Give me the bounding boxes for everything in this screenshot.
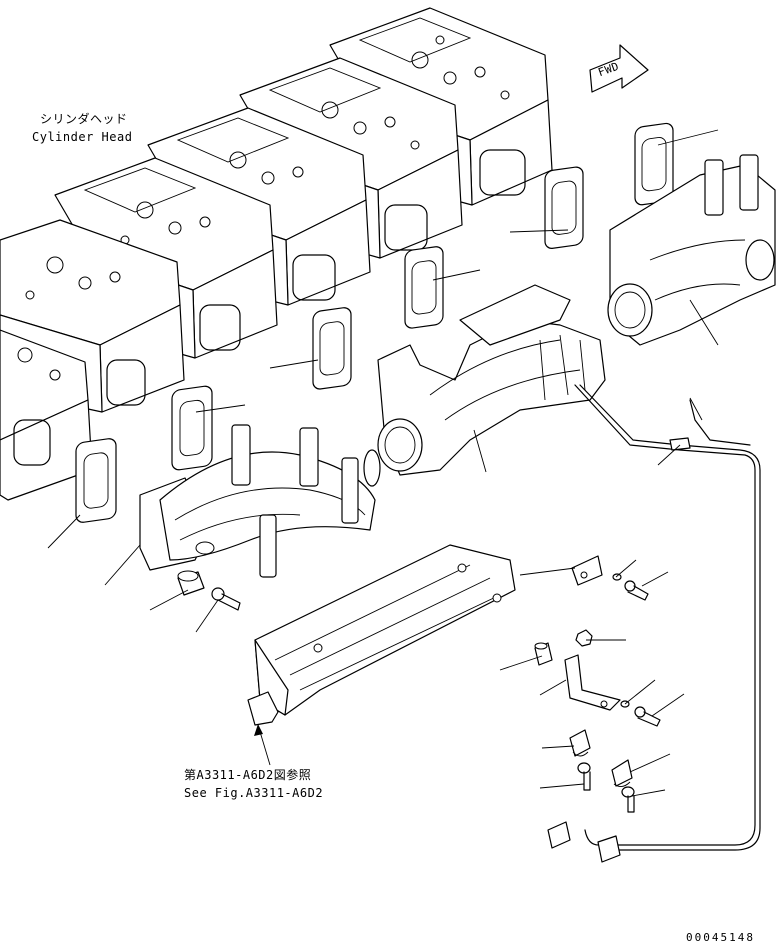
exhaust-manifold-front	[139, 424, 381, 578]
gasket-5	[544, 166, 584, 249]
exhaust-manifold-rear	[607, 154, 776, 346]
sensor-tube	[547, 384, 761, 863]
spacer	[177, 570, 205, 596]
clamp-right	[611, 759, 633, 787]
clamp-left	[569, 729, 591, 757]
cylinder-head-block-1	[0, 329, 93, 501]
nut	[575, 629, 593, 647]
bolt-clamp-right	[621, 786, 635, 813]
gasket-1	[75, 438, 117, 523]
heat-shield	[247, 544, 516, 726]
fwd-arrow	[589, 44, 649, 93]
bracket-top	[571, 555, 603, 586]
drawing-number: 00045148	[686, 931, 755, 944]
bolt-mid	[634, 706, 661, 727]
bolt-top	[624, 580, 649, 601]
spacer-small	[534, 642, 553, 666]
see-figure-label-en: See Fig.A3311-A6D2	[184, 786, 324, 800]
leader-lines	[47, 129, 719, 797]
cylinder-head-label-en: Cylinder Head	[32, 130, 133, 144]
bolt-front	[211, 587, 241, 611]
bolt-clamp-left	[577, 762, 591, 791]
gasket-3	[312, 307, 352, 390]
cylinder-head-label-jp: シリンダヘッド	[40, 112, 128, 126]
gasket-2	[171, 385, 213, 471]
gasket-4	[404, 246, 444, 329]
exhaust-manifold-center	[377, 284, 606, 476]
see-figure-label-jp: 第A3311-A6D2図参照	[184, 768, 312, 782]
gasket-6	[634, 122, 674, 206]
washer-top	[612, 573, 622, 581]
bracket-mid	[564, 654, 621, 711]
